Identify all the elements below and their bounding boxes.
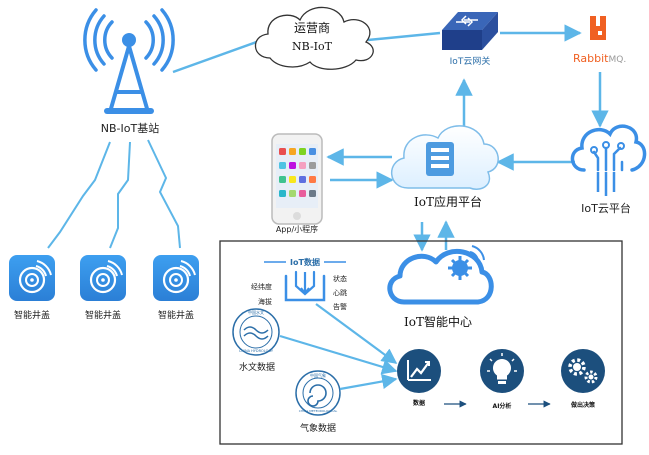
rabbitmq-label: RabbitMQ. [573,52,626,65]
hydrology-label: 水文数据 [239,361,275,373]
app-tile [289,190,296,197]
cloud-platform-label: IoT云平台 [581,201,631,215]
weather-emblem-icon [295,370,341,416]
phone-app-grid [279,148,316,197]
weather-label: 气象数据 [300,422,336,434]
data-right-item-1: 状态 [333,274,347,283]
app-tile [279,148,286,155]
app-tile [309,176,316,183]
app-tile [279,176,286,183]
data-merge-icon [284,270,326,302]
radio-link-1 [47,141,111,249]
manhole-label-3: 智能井盖 [158,309,194,321]
app-tile [299,148,306,155]
data-right-item-2: 心跳 [333,288,347,297]
intelligent-center-frame [219,240,623,445]
ai-lightbulb-icon [480,349,524,393]
phone-label: App/小程序 [276,224,318,234]
hydrology-emblem-icon [232,308,280,356]
manhole-label-1: 智能井盖 [14,309,50,321]
app-platform-cloud-icon [390,125,499,190]
app-tile [299,190,306,197]
hydrology-emblem-cn: 中国水文 [248,309,264,315]
app-tile [279,162,286,169]
app-tile [309,148,316,155]
app-tile [279,190,286,197]
manhole-cover-icon [153,255,199,301]
manhole-cover-2 [80,255,126,301]
app-tile [299,176,306,183]
cell-tower-icon [83,8,175,114]
hydrology-to-data-arrow [279,334,398,375]
app-tile [309,162,316,169]
data-left-item-2: 海拔 [258,297,272,306]
manhole-cover-icon [80,255,126,301]
app-tile [289,148,296,155]
step-decision-label: 做出决策 [570,401,595,409]
tower-carrier-link [172,38,263,74]
decision-gears-icon [561,349,605,393]
app-tile [309,190,316,197]
radio-link-2 [109,141,131,249]
app-tile [299,162,306,169]
carrier-label-line1: 运营商 [294,20,330,35]
data-chart-icon [397,349,441,393]
carrier-cloud-icon [254,6,374,70]
intelligent-center-cloud-icon [387,245,494,305]
radio-link-3 [147,139,181,249]
data-right-item-3: 告警 [333,302,347,311]
manhole-cover-1 [9,255,55,301]
weather-to-data-arrow [339,373,398,391]
carrier-label-line2: NB-IoT [292,40,333,53]
carrier-gateway-link [367,31,441,42]
rabbitmq-logo-icon [590,16,606,40]
weather-emblem-cn: 中国气象 [310,372,326,378]
app-tile [289,162,296,169]
iot-data-title: IoT数据 [290,257,320,267]
data-left-item-1: 经纬度 [251,282,272,291]
iot-data-to-data-arrow [315,303,398,364]
switch-gateway-icon [442,12,498,50]
cloud-network-icon [570,124,647,196]
manhole-cover-icon [9,255,55,301]
app-tile [289,176,296,183]
step-data-label: 数据 [413,399,425,407]
manhole-cover-3 [153,255,199,301]
manhole-label-2: 智能井盖 [85,309,121,321]
weather-emblem-en: CHINA METEOROLOGICAL [299,409,338,413]
intelligent-center-label: IoT智能中心 [404,314,472,329]
app-platform-label: IoT应用平台 [414,194,482,209]
hydrology-emblem-en: CHINA HYDROLOGY [239,349,274,353]
tower-label: NB-IoT基站 [101,121,159,135]
step-ai-label: AI分析 [493,402,512,410]
gateway-label: IoT云网关 [450,55,491,67]
